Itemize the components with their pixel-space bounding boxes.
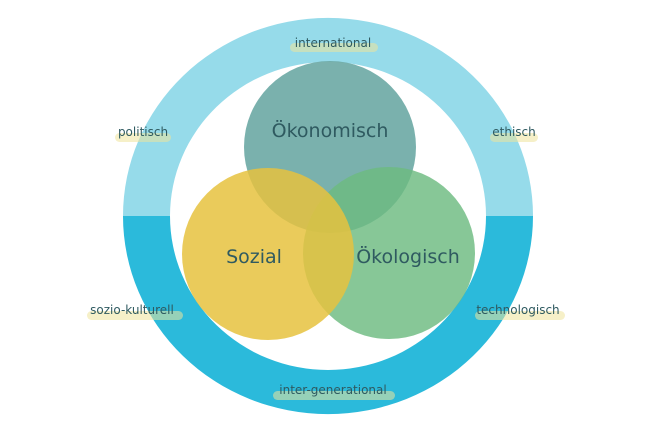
label-social: Sozial — [226, 246, 282, 268]
ring-top-half — [123, 18, 533, 216]
circle-social — [182, 168, 354, 340]
ring-label-highlights — [87, 43, 565, 400]
ring-label-left-top: politisch — [118, 125, 168, 139]
label-economic: Ökonomisch — [272, 119, 389, 142]
ring-label-top: international — [295, 36, 371, 50]
circle-ecological — [303, 167, 475, 339]
outer-ring — [123, 18, 533, 414]
ring-label-bottom: inter-generational — [279, 383, 386, 397]
ring-label-left-bottom: sozio-kulturell — [90, 303, 174, 317]
ring-label-right-top: ethisch — [492, 125, 535, 139]
ring-label-right-bottom: technologisch — [476, 303, 559, 317]
ring-bottom-half — [123, 216, 533, 414]
label-ecological: Ökologisch — [356, 245, 460, 268]
